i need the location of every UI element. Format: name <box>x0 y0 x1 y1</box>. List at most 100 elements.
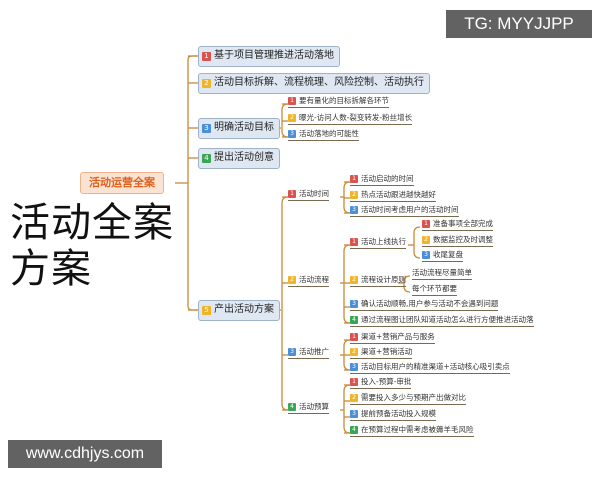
green-badge-icon: 4 <box>350 316 358 324</box>
watermark-top: TG: MYYJJPP <box>446 10 592 38</box>
blue-badge-icon: 3 <box>350 206 358 214</box>
blue-badge-icon: 3 <box>422 251 430 259</box>
yellow-badge-icon: 2 <box>350 348 358 356</box>
blue-badge-icon: 3 <box>350 300 358 308</box>
connector-line <box>413 226 421 259</box>
connector-line <box>187 55 198 311</box>
node-label: 活动时间考虑用户的活动时间 <box>361 205 459 214</box>
node-label: 每个环节都要 <box>412 284 457 293</box>
node-label: 需要投入多少与预期产出做对比 <box>361 393 466 402</box>
overlay-title: 活动全案方案 <box>10 200 174 292</box>
node-label: 确认活动顺畅,用户参与活动不会遇到问题 <box>361 299 499 308</box>
node-label: 基于项目管理推进活动落地 <box>214 50 334 61</box>
red-badge-icon: 1 <box>350 333 358 341</box>
yellow-badge-icon: 2 <box>288 276 296 284</box>
watermark-bottom: www.cdhjys.com <box>8 440 162 468</box>
red-badge-icon: 1 <box>350 238 358 246</box>
node-label: 活动流程 <box>299 275 329 284</box>
red-badge-icon: 1 <box>288 190 296 198</box>
node-label: 准备事项全部完成 <box>433 219 493 228</box>
yellow-badge-icon: 2 <box>288 114 296 122</box>
node-label: 提前预备活动投入规模 <box>361 409 436 418</box>
node-label: 活动落地的可能性 <box>299 129 359 138</box>
node-label: 渠道+营销产品与服务 <box>361 332 435 341</box>
blue-badge-icon: 3 <box>202 123 211 133</box>
yellow-badge-icon: 5 <box>202 305 211 315</box>
node-label: 投入-预算-审批 <box>361 377 412 386</box>
node-label: 通过流程图让团队知道活动怎么进行方便推进活动落 <box>361 315 534 324</box>
yellow-badge-icon: 2 <box>350 394 358 402</box>
node-label: 在预算过程中需考虑被薅羊毛风险 <box>361 425 474 434</box>
yellow-badge-icon: 2 <box>350 191 358 199</box>
green-badge-icon: 4 <box>202 153 211 163</box>
node-label: 渠道+营销活动 <box>361 347 413 356</box>
blue-badge-icon: 3 <box>350 410 358 418</box>
node[interactable]: 活动流程尽量简单 <box>412 268 472 280</box>
blue-badge-icon: 3 <box>288 348 296 356</box>
node-label: 活动目标用户的精准渠道+活动核心吸引卖点 <box>361 362 510 371</box>
blue-badge-icon: 3 <box>350 363 358 371</box>
blue-badge-icon: 3 <box>288 130 296 138</box>
green-badge-icon: 4 <box>350 426 358 434</box>
connector-line <box>281 196 289 411</box>
node-label: 活动运营全案 <box>89 176 155 189</box>
red-badge-icon: 1 <box>350 378 358 386</box>
node-label: 活动目标拆解、流程梳理、风险控制、活动执行 <box>214 77 424 88</box>
yellow-badge-icon: 2 <box>350 276 358 284</box>
connector-line <box>403 275 411 293</box>
node-label: 收尾复盘 <box>433 250 463 259</box>
node-label: 活动推广 <box>299 347 329 356</box>
green-badge-icon: 4 <box>288 403 296 411</box>
node-label: 活动预算 <box>299 402 329 411</box>
yellow-badge-icon: 2 <box>202 78 211 88</box>
node-label: 活动时间 <box>299 189 329 198</box>
red-badge-icon: 1 <box>288 97 296 105</box>
node-label: 活动上线执行 <box>361 237 406 246</box>
node-label: 产出活动方案 <box>214 304 274 315</box>
red-badge-icon: 1 <box>202 51 211 61</box>
node-label: 数据监控及时调整 <box>433 235 493 244</box>
node-label: 活动启动的时间 <box>361 174 414 183</box>
node-label: 提出活动创意 <box>214 152 274 163</box>
node[interactable]: 每个环节都要 <box>412 284 457 296</box>
yellow-badge-icon: 2 <box>422 236 430 244</box>
red-badge-icon: 1 <box>422 220 430 228</box>
node-label: 明确活动目标 <box>214 122 274 133</box>
node-label: 曝光-访问人数-裂变转发-粉丝增长 <box>299 113 413 122</box>
node-label: 流程设计原则 <box>361 275 406 284</box>
node-label: 要有量化的目标拆解各环节 <box>299 96 389 105</box>
node-label: 活动流程尽量简单 <box>412 268 472 277</box>
red-badge-icon: 1 <box>350 175 358 183</box>
node[interactable]: 活动运营全案 <box>80 172 164 194</box>
node-label: 热点活动跟进越快越好 <box>361 190 436 199</box>
